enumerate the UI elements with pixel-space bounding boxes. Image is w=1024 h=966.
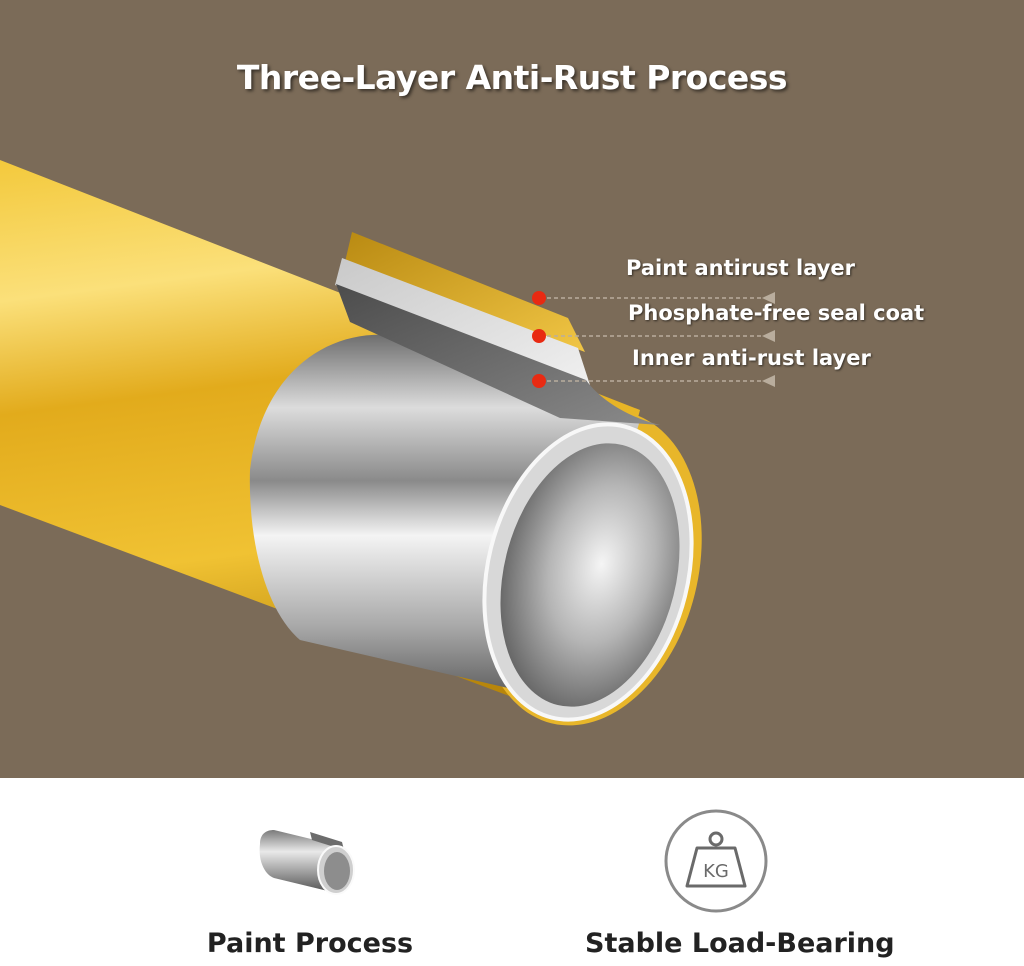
page-title: Three-Layer Anti-Rust Process — [236, 58, 788, 97]
seal-coat-flap — [335, 258, 590, 385]
paint-layer-flap — [345, 232, 585, 352]
arrow-head-inner — [762, 375, 775, 387]
inner-bore — [500, 443, 680, 707]
marker-dot-inner — [532, 374, 546, 388]
label-paint-antirust-layer: Paint antirust layer — [626, 256, 856, 280]
hero-panel: Three-Layer Anti-Rust Process Paint anti… — [0, 0, 1024, 778]
kg-weight-icon: KG — [664, 809, 768, 913]
feature-paint-process: Paint Process — [180, 778, 440, 966]
feature-label-stable-load-bearing: Stable Load-Bearing — [585, 928, 895, 959]
marker-dot-seal — [532, 329, 546, 343]
arrow-head-paint — [762, 292, 775, 304]
pipe-illustration — [0, 160, 775, 726]
label-inner-anti-rust-layer: Inner anti-rust layer — [632, 346, 871, 370]
feature-label-paint-process: Paint Process — [206, 928, 414, 959]
pipe-icon — [259, 830, 355, 895]
feature-stable-load-bearing: KG Stable Load-Bearing — [585, 778, 895, 966]
kg-icon-text: KG — [703, 861, 729, 882]
marker-dot-paint — [532, 291, 546, 305]
arrow-head-seal — [762, 330, 775, 342]
inner-layer-flap — [336, 284, 660, 425]
features-panel: Paint Process KG Stable Load-Bearing — [0, 778, 1024, 966]
label-phosphate-free-seal-coat: Phosphate-free seal coat — [628, 301, 925, 325]
